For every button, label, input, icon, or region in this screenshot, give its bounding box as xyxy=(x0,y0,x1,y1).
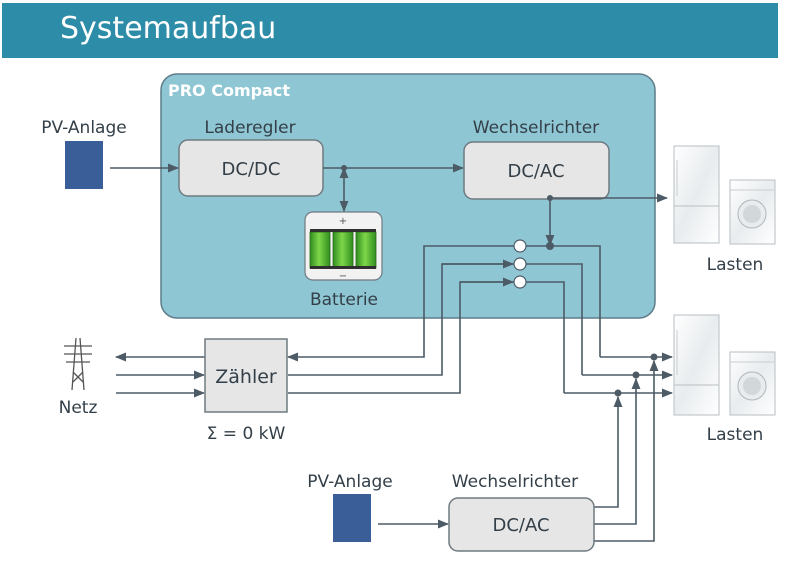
washing-machine-icon xyxy=(729,179,776,245)
grid-meter-lines xyxy=(114,352,206,398)
fridge-icon xyxy=(673,314,720,416)
current-sensors xyxy=(513,239,527,289)
fridge-icon xyxy=(673,145,720,244)
power-pylon-icon xyxy=(64,337,92,391)
phase-lines xyxy=(286,245,601,394)
inverter-top-box: DC/AC xyxy=(463,141,610,200)
junction-dot xyxy=(632,371,640,379)
pro-compact-box: PRO Compact xyxy=(160,73,656,319)
grid-label: Netz xyxy=(59,398,98,418)
loads-bottom-label: Lasten xyxy=(707,425,764,445)
pv-panel-top-icon xyxy=(65,141,103,189)
battery-box: + − xyxy=(304,211,383,282)
charge-controller-box: DC/DC xyxy=(178,139,324,197)
charge-controller-label: Laderegler xyxy=(204,118,295,138)
junction-dot xyxy=(650,353,658,361)
loads-top-icon xyxy=(673,145,776,245)
meter-box: Zähler xyxy=(204,338,288,413)
svg-text:DC/AC: DC/AC xyxy=(507,161,564,182)
inverter-bottom-box: DC/AC xyxy=(448,497,595,552)
pv-panel-bottom-icon xyxy=(333,494,371,542)
connections-top xyxy=(110,163,669,247)
battery-cells-icon xyxy=(309,229,377,269)
junction-dot xyxy=(614,389,622,397)
current-sensor-icon xyxy=(513,239,527,253)
meter-sum-label: Σ = 0 kW xyxy=(207,424,286,444)
battery-minus-label: − xyxy=(339,271,347,282)
svg-text:Zähler: Zähler xyxy=(215,366,277,388)
current-sensor-icon xyxy=(513,257,527,271)
loads-top-label: Lasten xyxy=(707,255,764,275)
pv-top-label: PV-Anlage xyxy=(41,118,126,138)
svg-text:DC/AC: DC/AC xyxy=(492,515,549,536)
pv-bottom-label: PV-Anlage xyxy=(307,472,392,492)
junction-dot xyxy=(341,165,347,171)
page-title: Systemaufbau xyxy=(60,11,277,46)
pro-compact-title: PRO Compact xyxy=(168,81,290,100)
connections-loads-bottom xyxy=(564,352,674,542)
inverter-bottom-label: Wechselrichter xyxy=(452,472,578,492)
battery-label: Batterie xyxy=(310,290,378,310)
header-bar: Systemaufbau xyxy=(2,3,778,58)
loads-bottom-icon xyxy=(673,314,776,416)
junction-dot xyxy=(547,195,553,201)
inverter-top-label: Wechselrichter xyxy=(473,118,599,138)
current-sensor-icon xyxy=(513,275,527,289)
svg-text:DC/DC: DC/DC xyxy=(222,159,281,180)
washing-machine-icon xyxy=(729,351,776,416)
battery-plus-label: + xyxy=(339,216,347,227)
phase-line-1 xyxy=(286,245,601,362)
